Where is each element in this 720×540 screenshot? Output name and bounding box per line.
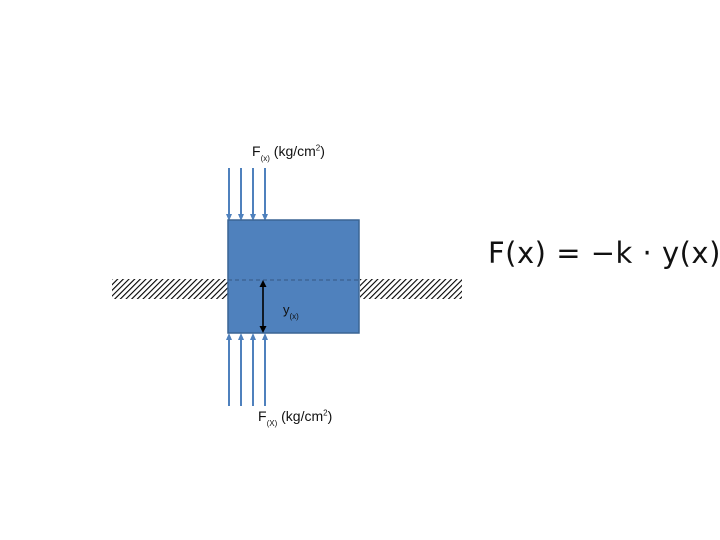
bottom-force-unit: (kg/cm — [281, 408, 324, 424]
top-force-unit-power: 2 — [315, 143, 321, 153]
displacement-arrow — [259, 280, 267, 333]
bottom-force-label: F(X) (kg/cm2) — [258, 408, 333, 428]
bottom-force-symbol: F — [258, 408, 267, 424]
block — [227, 219, 360, 334]
top-force-arrows — [226, 168, 268, 221]
bottom-force-unit-close: ) — [327, 408, 333, 424]
top-force-label: F(x) (kg/cm2) — [252, 143, 325, 163]
top-force-symbol: F — [252, 143, 261, 159]
ground-right — [360, 279, 462, 299]
bottom-force-arrows — [226, 333, 268, 406]
top-force-unit-close: ) — [320, 143, 325, 159]
bottom-force-subscript: (X) — [266, 418, 278, 428]
top-force-subscript: (x) — [260, 153, 270, 163]
ground-left — [112, 279, 228, 299]
displacement-label: y(x) — [283, 302, 299, 321]
winkler-equation: F(x) = −k · y(x) — [488, 236, 720, 270]
bottom-force-unit-power: 2 — [323, 408, 328, 418]
displacement-symbol: y — [283, 302, 290, 317]
top-force-unit: (kg/cm — [273, 143, 316, 159]
displacement-subscript: (x) — [289, 311, 299, 321]
